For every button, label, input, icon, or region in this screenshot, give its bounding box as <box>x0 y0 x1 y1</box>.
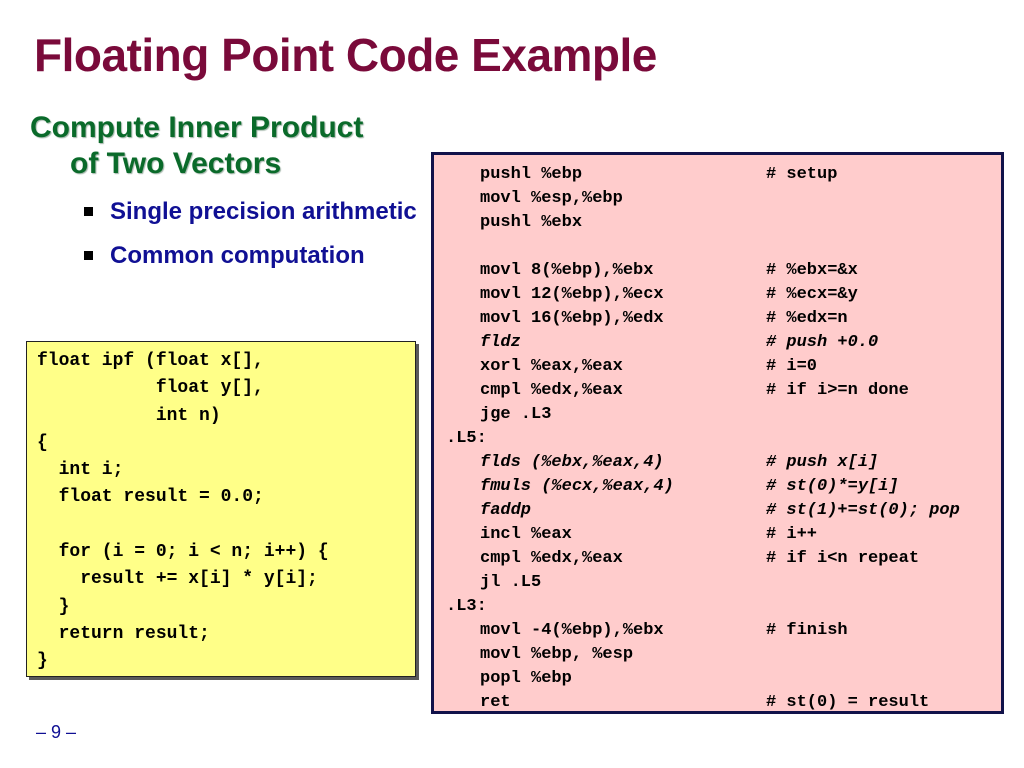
asm-code-line: .L5: <box>434 427 1001 451</box>
asm-instruction: movl %ebp, %esp <box>480 645 634 664</box>
asm-instruction: popl %ebp <box>480 669 572 688</box>
c-code-line: } <box>37 651 48 672</box>
asm-comment: # push +0.0 <box>766 333 879 352</box>
c-code-line: } <box>37 596 70 617</box>
bullet-item: Common computation <box>80 240 420 272</box>
asm-code-line: cmpl %edx,%eax # if i>=n done <box>434 379 1001 403</box>
c-code-line: { <box>37 432 48 453</box>
asm-code-line: jl .L5 <box>434 571 1001 595</box>
asm-code-line: xorl %eax,%eax # i=0 <box>434 355 1001 379</box>
asm-code-line: .L3: <box>434 595 1001 619</box>
bullet-list: Single precision arithmetic Common compu… <box>80 196 420 284</box>
slide-title: Floating Point Code Example <box>34 29 657 81</box>
bullet-item: Single precision arithmetic <box>80 196 420 228</box>
asm-code-line: movl %ebp, %esp <box>434 643 1001 667</box>
asm-instruction: flds (%ebx,%eax,4) <box>480 453 664 472</box>
asm-comment: # %edx=n <box>766 309 848 328</box>
asm-instruction: movl 12(%ebp),%ecx <box>480 285 664 304</box>
c-code-line <box>37 512 405 539</box>
asm-instruction: jl .L5 <box>480 573 542 592</box>
asm-code-line <box>434 235 1001 259</box>
page-number: – 9 – <box>36 722 77 742</box>
asm-comment: # i=0 <box>766 357 818 376</box>
asm-comment: # %ebx=&x <box>766 261 858 280</box>
c-source-code-box: float ipf (float x[], float y[], int n) {… <box>26 341 416 677</box>
asm-instruction: cmpl %edx,%eax <box>480 381 623 400</box>
asm-code-line: flds (%ebx,%eax,4) # push x[i] <box>434 451 1001 475</box>
asm-instruction: movl %esp,%ebp <box>480 189 623 208</box>
asm-instruction: pushl %ebp <box>480 165 583 184</box>
c-code-line: float y[], <box>37 378 264 399</box>
c-code-line: float result = 0.0; <box>37 487 264 508</box>
asm-instruction: ret <box>480 693 511 712</box>
asm-code-line: ret # st(0) = result <box>434 691 1001 715</box>
bullet-text: Common computation <box>110 242 365 269</box>
asm-code-line: pushl %ebx <box>434 211 1001 235</box>
c-source-code: float ipf (float x[], float y[], int n) {… <box>37 348 405 676</box>
assembly-code-box: pushl %ebp # setup movl %esp,%ebp pushl %eb… <box>431 152 1004 714</box>
asm-comment: # i++ <box>766 525 818 544</box>
asm-comment: # if i<n repeat <box>766 549 920 568</box>
asm-code-line: fmuls (%ecx,%eax,4) # st(0)*=y[i] <box>434 475 1001 499</box>
asm-instruction: incl %eax <box>480 525 572 544</box>
c-code-line: int i; <box>37 460 124 481</box>
asm-code-line: movl 8(%ebp),%ebx # %ebx=&x <box>434 259 1001 283</box>
asm-label: .L5: <box>446 429 487 448</box>
asm-instruction: movl -4(%ebp),%ebx <box>480 621 664 640</box>
asm-comment: # %ecx=&y <box>766 285 858 304</box>
asm-code-line: cmpl %edx,%eax # if i<n repeat <box>434 547 1001 571</box>
asm-label: .L3: <box>446 597 487 616</box>
asm-instruction: jge .L3 <box>480 405 552 424</box>
c-code-line: float ipf (float x[], <box>37 351 264 371</box>
asm-instruction: movl 8(%ebp),%ebx <box>480 261 654 280</box>
asm-code-line: faddp # st(1)+=st(0); pop <box>434 499 1001 523</box>
asm-comment: # st(0) = result <box>766 693 930 712</box>
asm-comment: # finish <box>766 621 848 640</box>
asm-instruction: fldz <box>480 333 521 352</box>
asm-instruction: pushl %ebx <box>480 213 583 232</box>
asm-instruction: movl 16(%ebp),%edx <box>480 309 664 328</box>
asm-instruction: cmpl %edx,%eax <box>480 549 623 568</box>
asm-code-line: incl %eax # i++ <box>434 523 1001 547</box>
asm-code-line: movl 12(%ebp),%ecx # %ecx=&y <box>434 283 1001 307</box>
c-code-line: result += x[i] * y[i]; <box>37 569 318 590</box>
asm-code-line: movl %esp,%ebp <box>434 187 1001 211</box>
section-heading: Compute Inner Product of Two Vectors <box>30 110 420 182</box>
c-code-line: for (i = 0; i < n; i++) { <box>37 542 329 563</box>
asm-code-line: fldz # push +0.0 <box>434 331 1001 355</box>
heading-line-2: of Two Vectors <box>70 147 282 180</box>
asm-instruction: xorl %eax,%eax <box>480 357 623 376</box>
heading-line-1: Compute Inner Product <box>30 111 364 144</box>
asm-comment: # if i>=n done <box>766 381 909 400</box>
asm-comment: # push x[i] <box>766 453 879 472</box>
asm-comment: # setup <box>766 165 838 184</box>
asm-comment: # st(0)*=y[i] <box>766 477 899 496</box>
asm-code-line: popl %ebp <box>434 667 1001 691</box>
asm-instruction: faddp <box>480 501 532 520</box>
c-code-line: return result; <box>37 623 210 644</box>
asm-code-line: movl 16(%ebp),%edx # %edx=n <box>434 307 1001 331</box>
asm-instruction: fmuls (%ecx,%eax,4) <box>480 477 674 496</box>
square-bullet-icon <box>84 207 93 216</box>
asm-code-line: pushl %ebp # setup <box>434 163 1001 187</box>
bullet-text: Single precision arithmetic <box>110 198 417 225</box>
c-code-line: int n) <box>37 405 221 426</box>
asm-comment: # st(1)+=st(0); pop <box>766 501 960 520</box>
square-bullet-icon <box>84 251 93 260</box>
assembly-code: pushl %ebp # setup movl %esp,%ebp pushl %eb… <box>434 163 1001 715</box>
asm-code-line: jge .L3 <box>434 403 1001 427</box>
asm-code-line: movl -4(%ebp),%ebx # finish <box>434 619 1001 643</box>
